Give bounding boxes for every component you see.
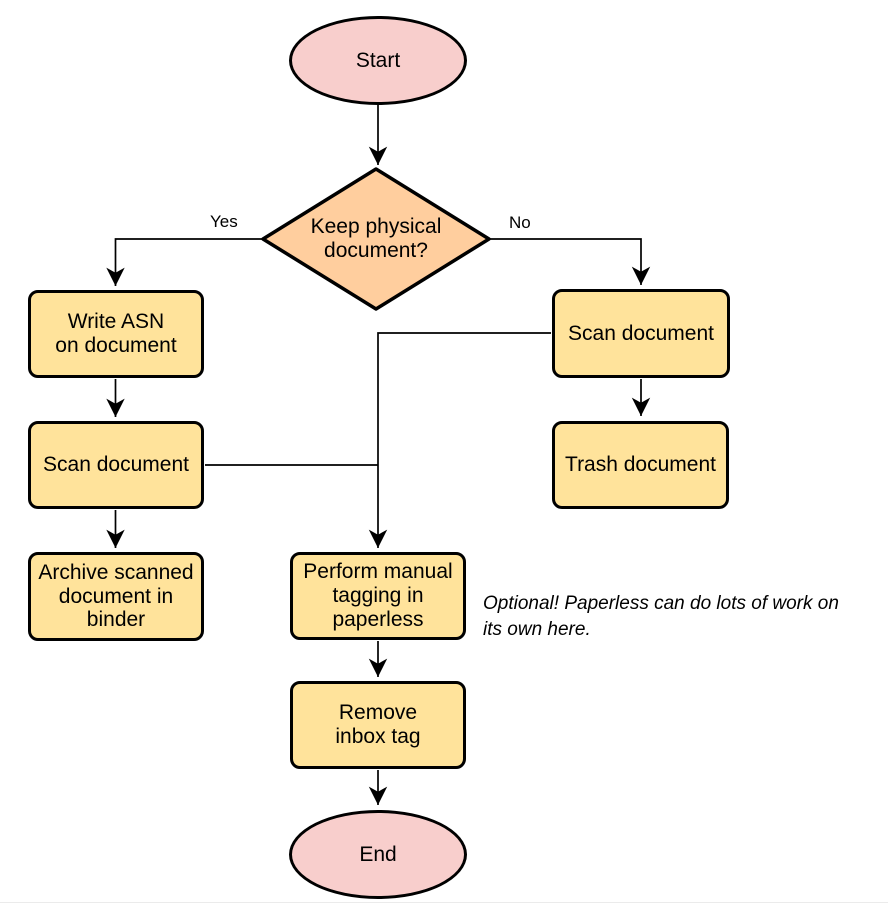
edge-scan-right-to-tagging [368,332,551,548]
trash-node-label: Trash document [565,453,716,477]
decision-node-shape [261,167,491,311]
scan-document-right-node-label: Scan document [568,321,714,345]
start-node-label: Start [355,48,401,72]
tagging-node-label: Perform manual tagging in paperless [303,560,453,631]
edge-decision-no-to-scan-right [489,238,651,285]
optional-annotation: Optional! Paperless can do lots of work … [483,593,839,640]
edge-label-yes: Yes [210,212,238,231]
scan-document-right-node: Scan document [552,289,730,378]
tagging-node: Perform manual tagging in paperless [290,552,466,640]
start-node: Start [289,16,467,105]
edge-label-no: No [509,213,531,232]
archive-node: Archive scanned document in binder [28,552,204,641]
write-asn-node-label: Write ASN on document [55,310,177,357]
page-bottom-divider [0,902,888,903]
end-node-label: End [359,842,397,866]
archive-node-label: Archive scanned document in binder [38,560,194,632]
trash-node: Trash document [552,421,729,509]
remove-inbox-node-label: Remove inbox tag [335,701,421,748]
scan-document-left-node-label: Scan document [43,453,189,477]
scan-document-left-node: Scan document [28,421,204,509]
end-node: End [289,810,467,899]
edge-decision-yes-to-write-asn [106,238,262,286]
write-asn-node: Write ASN on document [28,290,204,378]
remove-inbox-node: Remove inbox tag [290,681,466,769]
